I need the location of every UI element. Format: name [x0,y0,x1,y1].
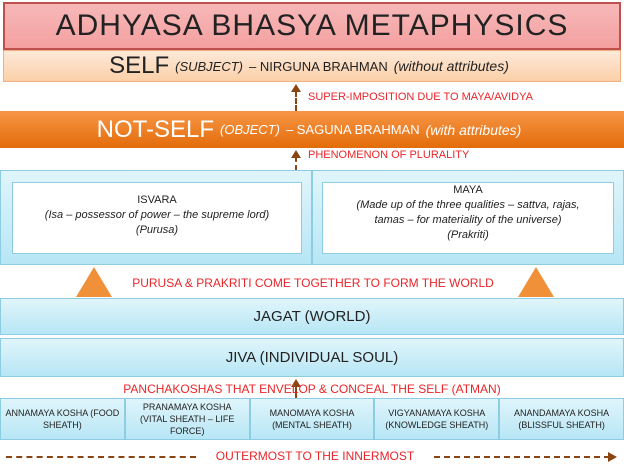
superimposition-label: SUPER-IMPOSITION DUE TO MAYA/AVIDYA [308,91,533,103]
kosha-vigyanamaya: VIGYANAMAYA KOSHA (KNOWLEDGE SHEATH) [374,398,500,440]
arrow-up-icon [291,150,301,158]
arrow-up-icon [291,379,301,387]
kosha-anandamaya: ANANDAMAYA KOSHA (BLISSFUL SHEATH) [499,398,624,440]
notself-sub: (OBJECT) [220,122,280,137]
self-rest: – NIRGUNA BRAHMAN [249,58,388,74]
self-bar: SELF (SUBJECT) – NIRGUNA BRAHMAN (withou… [3,50,621,82]
triangle-left-icon [76,267,112,297]
kosha-annamaya: ANNAMAYA KOSHA (FOOD SHEATH) [0,398,125,440]
jagat-bar: JAGAT (WORLD) [0,298,624,335]
jiva-bar: JIVA (INDIVIDUAL SOUL) [0,338,624,377]
notself-note: (with attributes) [425,121,522,138]
arrow-up-icon [291,84,301,92]
notself-rest: – SAGUNA BRAHMAN [285,122,420,137]
dashed-arrow-left-line [6,456,196,458]
jagat-text: JAGAT (WORLD) [253,308,371,325]
dashed-arrow-line [295,386,297,398]
kosha-manomaya: MANOMAYA KOSHA (MENTAL SHEATH) [249,398,375,440]
notself-main: NOT-SELF [96,115,215,143]
dashed-arrow-line [295,157,297,170]
maya-title: MAYA [453,184,483,196]
isvara-tag: (Purusa) [135,224,179,236]
direction-label: OUTERMOST TO THE INNERMOST [215,449,415,463]
notself-bar: NOT-SELF (OBJECT) – SAGUNA BRAHMAN (with… [0,111,624,148]
isvara-title: ISVARA [137,194,177,206]
dashed-arrow-right-line [434,456,610,458]
isvara-box: ISVARA (Isa – possessor of power – the s… [12,182,302,254]
together-label: PURUSA & PRAKRITI COME TOGETHER TO FORM … [132,276,494,290]
isvara-desc: (Isa – possessor of power – the supreme … [44,209,270,221]
kosha-pranamaya: PRANAMAYA KOSHA (VITAL SHEATH – LIFE FOR… [124,398,250,440]
self-sub: (SUBJECT) [175,58,244,74]
self-main: SELF [109,52,170,79]
triangle-right-icon [518,267,554,297]
maya-box: MAYA (Made up of the three qualities – s… [322,182,614,254]
title-text: ADHYASA BHASYA METAPHYSICS [55,9,569,42]
plurality-label: PHENOMENON OF PLURALITY [308,149,470,161]
panchakoshas-label: PANCHAKOSHAS THAT ENVELOP & CONCEAL THE … [123,382,501,396]
kosha-row: ANNAMAYA KOSHA (FOOD SHEATH) PRANAMAYA K… [0,398,624,440]
jiva-text: JIVA (INDIVIDUAL SOUL) [225,349,399,366]
title-banner: ADHYASA BHASYA METAPHYSICS [3,2,621,50]
dashed-arrow-line [295,91,297,111]
maya-tag: (Prakriti) [447,229,489,241]
arrow-right-icon [608,452,617,462]
self-note: (without attributes) [393,58,509,74]
maya-desc: (Made up of the three qualities – sattva… [356,199,580,226]
